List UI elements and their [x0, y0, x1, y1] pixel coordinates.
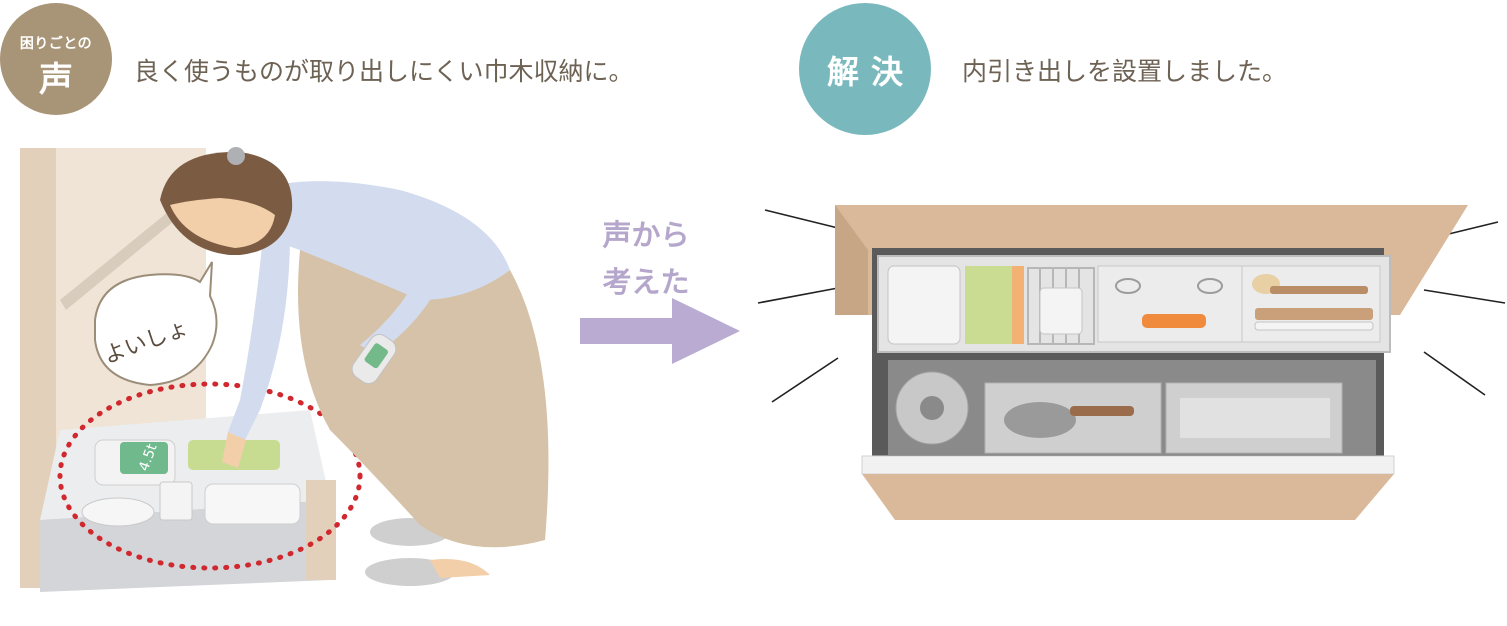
foot-shadow	[365, 558, 455, 586]
problem-illustration: 4.5t	[20, 147, 549, 592]
arm	[228, 235, 290, 440]
problem-caption: 良く使うものが取り出しにくい巾木収納に。	[134, 57, 634, 86]
solution-illustration	[757, 205, 1506, 520]
emphasis-line	[757, 287, 839, 304]
speech-bubble: よいしょ	[94, 261, 218, 387]
saucepan-handle	[1070, 406, 1134, 416]
emphasis-line	[1423, 351, 1486, 396]
spatula	[1254, 321, 1374, 331]
whisk	[1115, 278, 1141, 294]
inner-cutting-board	[965, 266, 1013, 344]
arm	[360, 240, 455, 355]
whisk	[1197, 278, 1223, 294]
peeler	[1142, 314, 1206, 328]
hand	[222, 432, 246, 468]
problem-badge-big-text: 声	[39, 60, 73, 100]
drawer-front-panel	[862, 474, 1394, 520]
plinth-items: 4.5t	[81, 439, 301, 527]
bowl-item	[81, 497, 155, 527]
plinth-drawer-front	[306, 480, 336, 580]
utensil-tray	[1097, 265, 1243, 343]
saucepan	[1004, 402, 1076, 438]
emphasis-line	[764, 209, 839, 229]
highlight-ring	[57, 381, 363, 571]
inner-scale	[887, 265, 961, 345]
lid-rack	[1180, 398, 1330, 438]
measuring-cup-item	[159, 481, 193, 521]
solution-badge-text: 解決	[826, 53, 915, 91]
inner-measuring-cup	[1039, 287, 1083, 335]
foot	[430, 559, 490, 578]
cabinet-side	[835, 205, 868, 315]
transition-arrow	[580, 298, 740, 364]
scale-display	[120, 442, 168, 474]
inner-board-edge	[1012, 266, 1024, 344]
cabinet-handle-rail	[60, 190, 202, 310]
problem-badge: 困りごとの 声	[0, 3, 112, 115]
transition-label-line2: 考えた	[602, 265, 690, 299]
transition-label-line1: 声から	[602, 218, 690, 252]
problem-badge-small-text: 困りごとの	[19, 36, 93, 52]
brush-handle	[1270, 286, 1368, 294]
skirt	[298, 243, 549, 548]
face	[170, 198, 275, 248]
solution-badge: 解決	[799, 3, 931, 135]
wrap-roll-core	[920, 396, 944, 420]
speech-bubble-shape	[94, 261, 218, 387]
woman-figure	[160, 147, 549, 586]
transition-label: 声から 考えた	[584, 212, 708, 306]
hair-clip	[227, 147, 245, 165]
arrow-shaft	[580, 318, 675, 344]
emphasis-line	[1423, 289, 1506, 304]
bottle-label	[364, 343, 388, 369]
solution-caption: 内引き出しを設置しました。	[962, 57, 1288, 86]
arrow-head	[672, 298, 740, 364]
emphasis-line	[771, 357, 839, 403]
knife	[1255, 308, 1373, 320]
container-item	[204, 483, 301, 525]
drawer-front-edge	[861, 455, 1395, 475]
